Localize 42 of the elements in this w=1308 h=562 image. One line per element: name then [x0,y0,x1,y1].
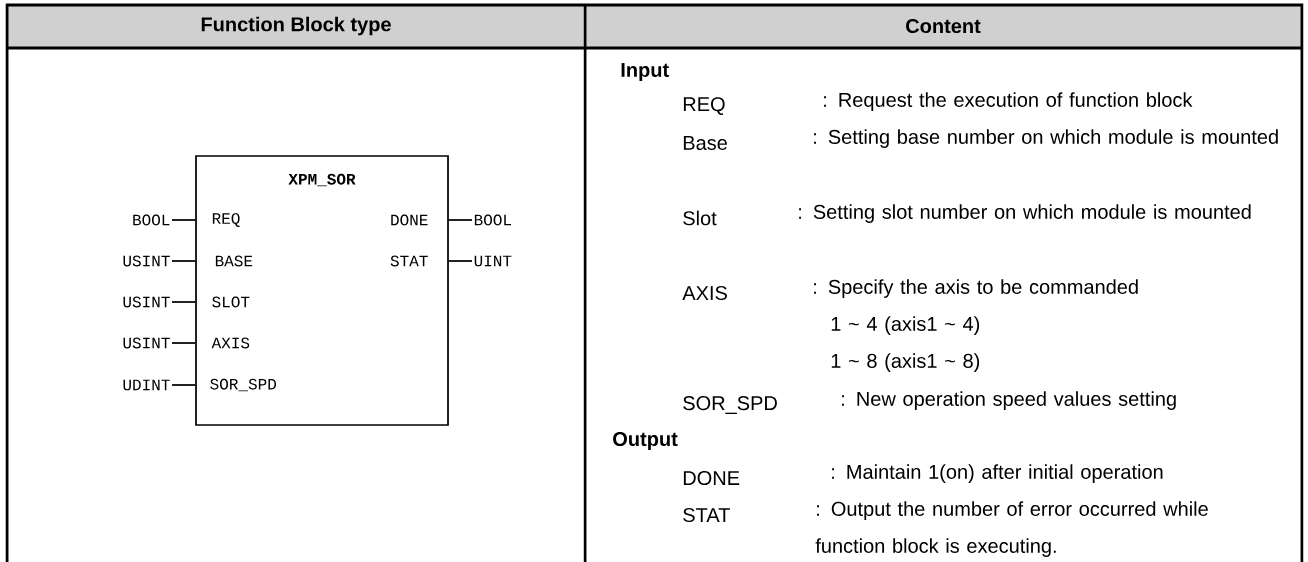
data-type-label: USINT [123,296,170,308]
parameter-description: : Output the number of error occurred while function block is executing. [815,501,1208,557]
parameter-name: STAT [683,507,730,523]
column-header: Content [906,18,981,34]
parameter-name: Base [683,136,727,150]
pin-label: AXIS [211,337,250,349]
parameter-description: 1 ~ 4 (axis1 ~ 4) [831,316,980,335]
data-type-label: BOOL [474,214,511,226]
column-header: Function Block type [201,16,391,36]
parameter-name: Slot [683,210,717,226]
parameter-description: : New operation speed values setting [842,391,1176,410]
parameter-description: : Maintain 1(on) after initial operation [832,464,1163,483]
data-type-label: USINT [123,255,170,267]
parameter-description: : Setting slot number on which module is mounted [799,204,1251,223]
parameter-description: 1 ~ 8 (axis1 ~ 8) [831,353,980,372]
pin-line [171,260,196,262]
pin-line [448,219,473,221]
section-heading: Output [613,431,678,451]
pin-label: REQ [212,213,240,227]
pin-label: BASE [215,255,253,267]
pin-line [171,384,196,386]
section-heading: Input [621,63,669,81]
pin-line [171,301,196,303]
parameter-description: : Request the execution of function block [824,92,1193,111]
parameter-description: : Specify the axis to be commanded [814,279,1138,298]
pin-line [448,260,473,262]
pin-label: DONE [391,214,428,226]
parameter-name: SOR_SPD [683,396,777,414]
parameter-name: AXIS [682,285,727,301]
pin-label: STAT [390,255,428,267]
data-type-label: UDINT [123,379,170,391]
data-type-label: USINT [123,337,170,349]
block-title: XPM_SOR [288,173,356,187]
data-type-label: UINT [474,255,512,267]
parameter-name: REQ [683,97,725,115]
pin-label: SLOT [212,296,250,308]
parameter-description: : Setting base number on which module is mounted [814,129,1278,148]
pin-line [171,342,196,344]
pin-label: SOR_SPD [210,378,276,392]
data-type-label: BOOL [133,214,170,226]
parameter-name: DONE [683,470,740,486]
pin-line [171,219,196,221]
